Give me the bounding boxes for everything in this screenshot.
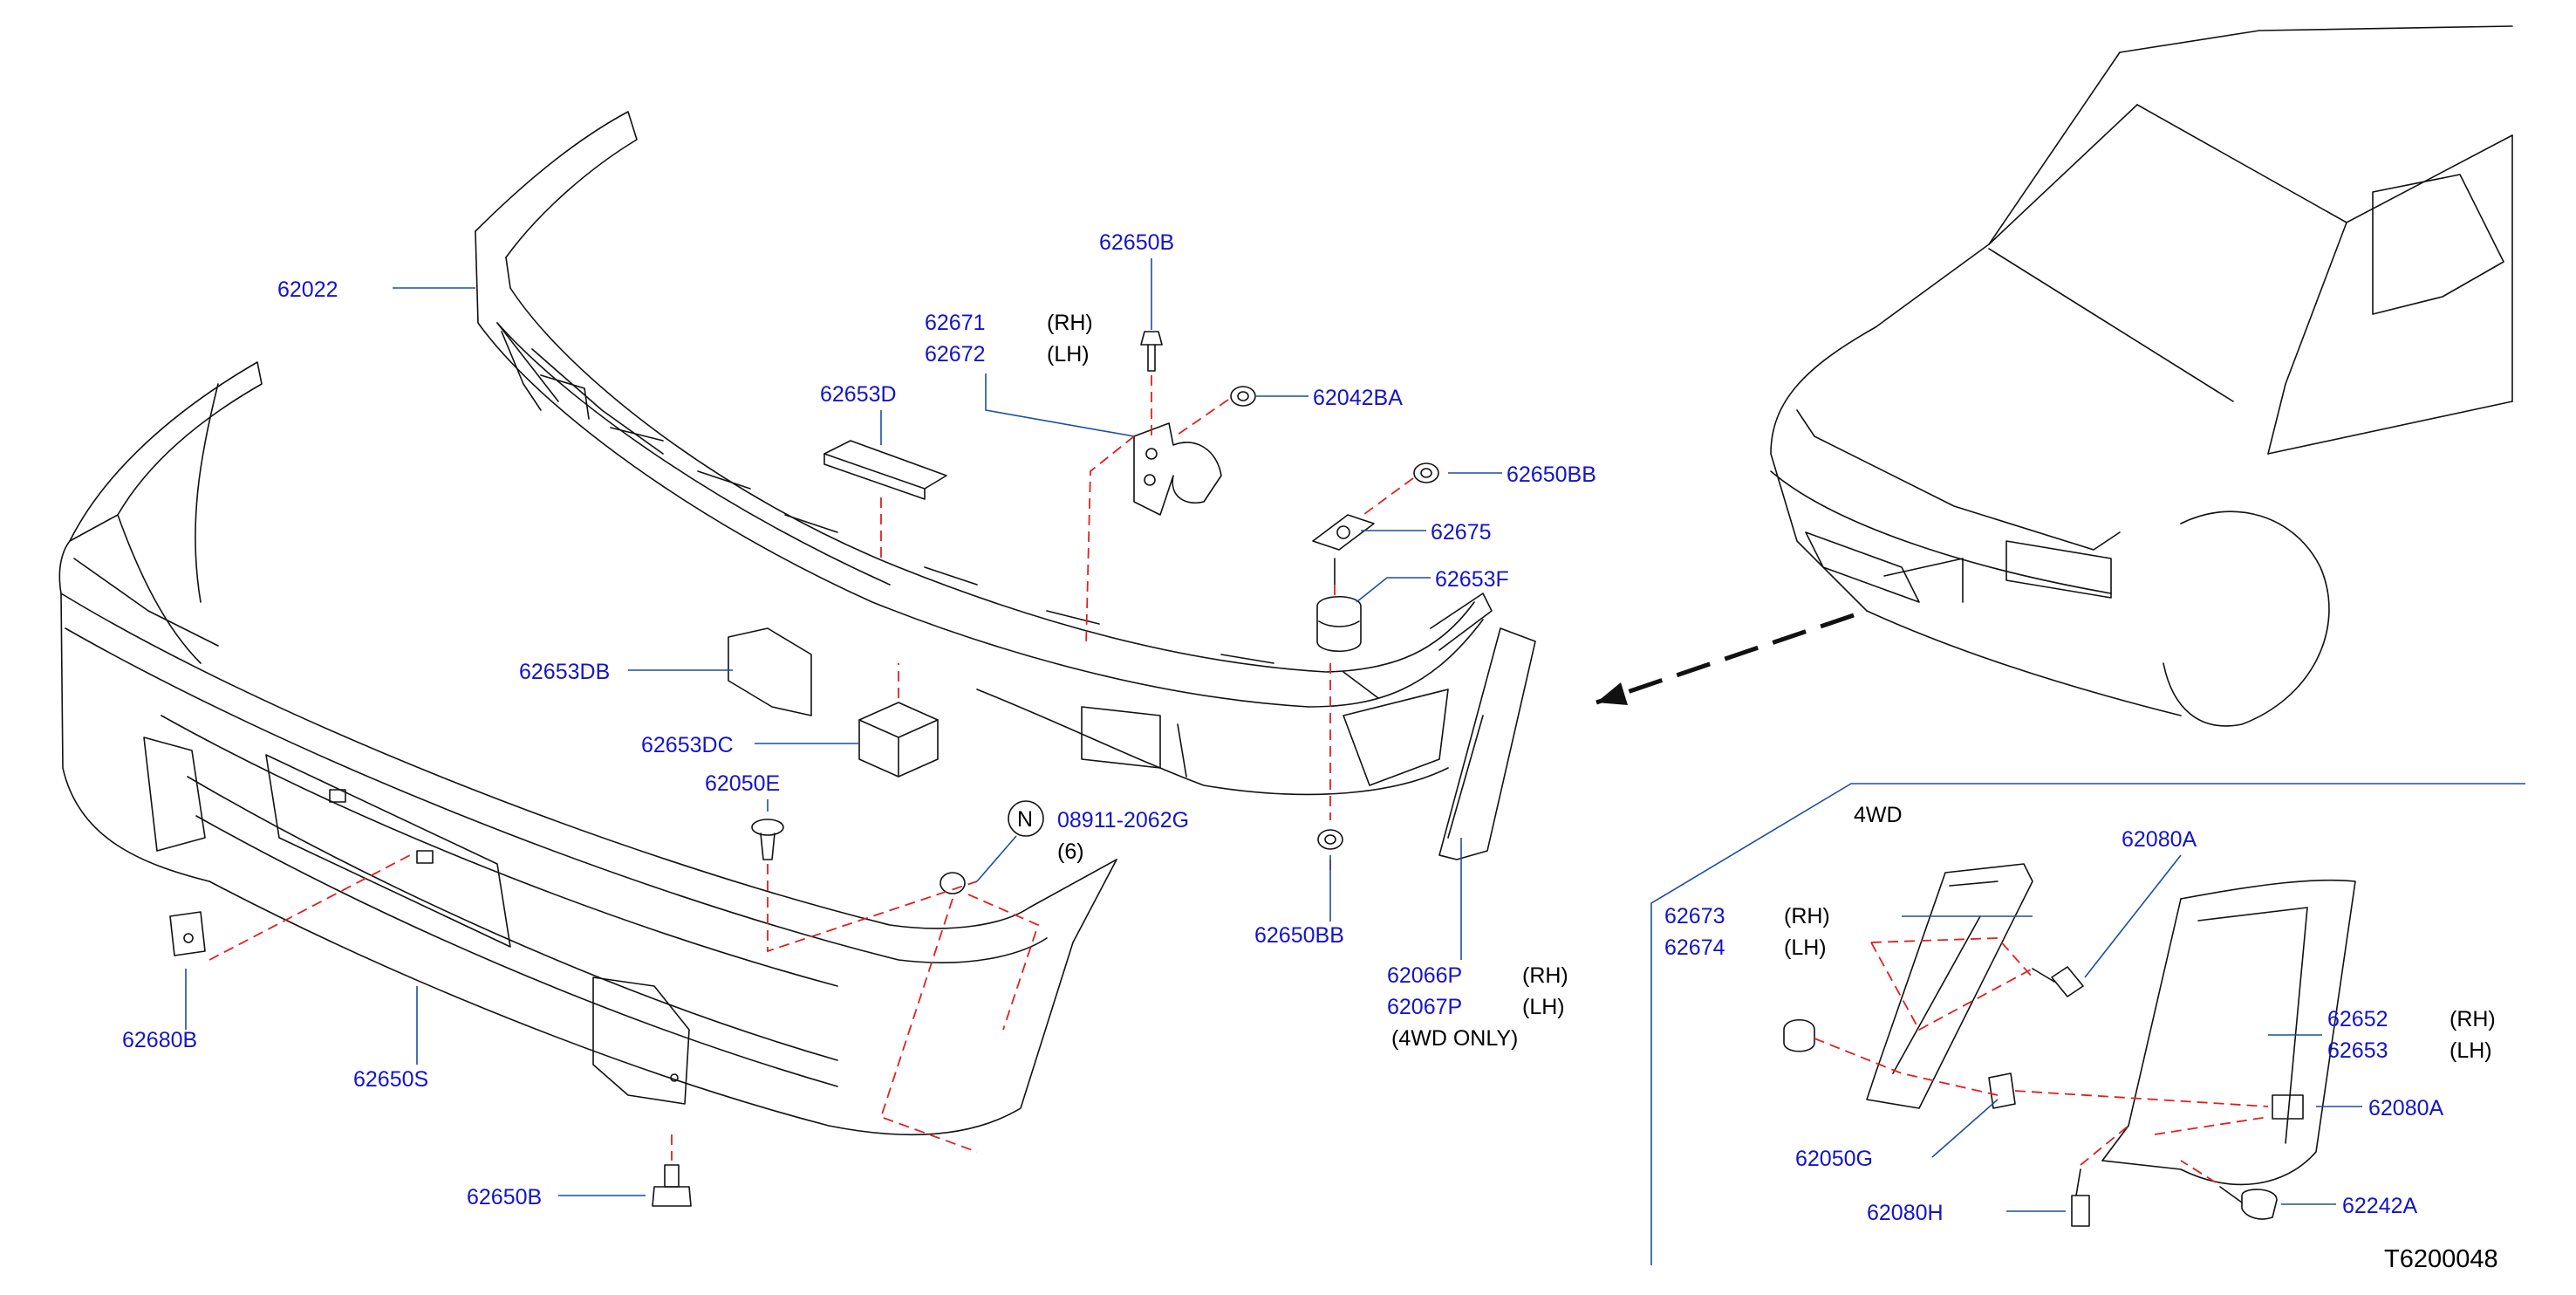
view-arrow (1595, 613, 1855, 705)
part-label-c-62067P: 62067P (1387, 995, 1462, 1019)
part-note-c-62652: (RH) (2450, 1007, 2496, 1031)
part-label-c-62650S: 62650S (353, 1067, 428, 1092)
section-label: 4WD (1854, 803, 1903, 827)
leader-line-c-08911 (976, 835, 1017, 882)
part-label-c-62680B: 62680B (122, 1028, 197, 1052)
part-note-c-62653: (LH) (2450, 1038, 2492, 1063)
part-label-c-62650B-bot: 62650B (467, 1185, 542, 1209)
part-label-c-62653DB: 62653DB (519, 660, 610, 684)
drawing-id: T6200048 (2384, 1245, 2498, 1273)
part-label-c-62242A: 62242A (2342, 1194, 2418, 1218)
part-label-c-62653F: 62653F (1435, 567, 1509, 592)
part-label-c-62673: 62673 (1664, 904, 1725, 928)
part-note-c-62672: (LH) (1047, 342, 1090, 367)
part-note-c-62671: (RH) (1047, 311, 1093, 335)
part-label-c-62650B-top: 62650B (1099, 230, 1174, 255)
part-label-c-62653D: 62653D (820, 382, 897, 407)
part-label-c-62042BA: 62042BA (1313, 386, 1403, 410)
part-label-c-62652: 62652 (2327, 1007, 2388, 1031)
n-symbol: N (1017, 807, 1033, 832)
callout-labels: 62022 62650B 62671 (RH) 62672 (LH) 62042BA 6265… (122, 230, 2496, 1225)
part-label-c-62653: 62653 (2327, 1038, 2388, 1063)
part-label-c-62653DC: 62653DC (641, 733, 734, 757)
part-label-c-62080H: 62080H (1867, 1201, 1944, 1225)
part-label-c-62675: 62675 (1431, 520, 1492, 545)
truck-view (1770, 25, 2513, 727)
part-label-c-62674: 62674 (1664, 935, 1725, 960)
leader-line-c-62080A-top (2084, 854, 2182, 978)
part-label-c-62650BB-top: 62650BB (1507, 462, 1596, 487)
part-note-c-62673: (RH) (1784, 904, 1830, 928)
bumper-cover (58, 361, 1117, 1136)
part-note-c-62066P: (RH) (1522, 963, 1568, 988)
part-label-c-62066P: 62066P (1387, 963, 1462, 988)
section-4wd: 4WD (1650, 783, 2525, 1265)
small-parts: N (169, 331, 1536, 1207)
part-label-c-62022: 62022 (277, 278, 338, 302)
leader-line-c-62653F (1356, 577, 1431, 603)
part-label-c-62080A-top: 62080A (2122, 827, 2197, 852)
part-label-c-08911: 08911-2062G (1057, 808, 1189, 832)
part-label-c-62050E: 62050E (705, 771, 780, 796)
part-label-c-62671: 62671 (925, 311, 986, 335)
part-label-c-62050G: 62050G (1795, 1147, 1873, 1171)
leader-line-c-62672 (985, 373, 1135, 437)
bumper-reinforcement (475, 111, 1493, 796)
leader-line-c-62050G (1931, 1099, 1999, 1158)
part-label-c-62650BB-mid: 62650BB (1254, 923, 1344, 948)
part-label-c-62080A-mid: 62080A (2368, 1096, 2444, 1120)
note-4wd-only: (4WD ONLY) (1391, 1026, 1518, 1051)
part-note-c-62067P: (LH) (1522, 995, 1565, 1019)
assembly-lines (208, 375, 1414, 1161)
part-label-c-62672: 62672 (925, 342, 986, 367)
part-note-c-62674: (LH) (1784, 935, 1827, 960)
part-note-c-08911: (6) (1057, 839, 1084, 864)
